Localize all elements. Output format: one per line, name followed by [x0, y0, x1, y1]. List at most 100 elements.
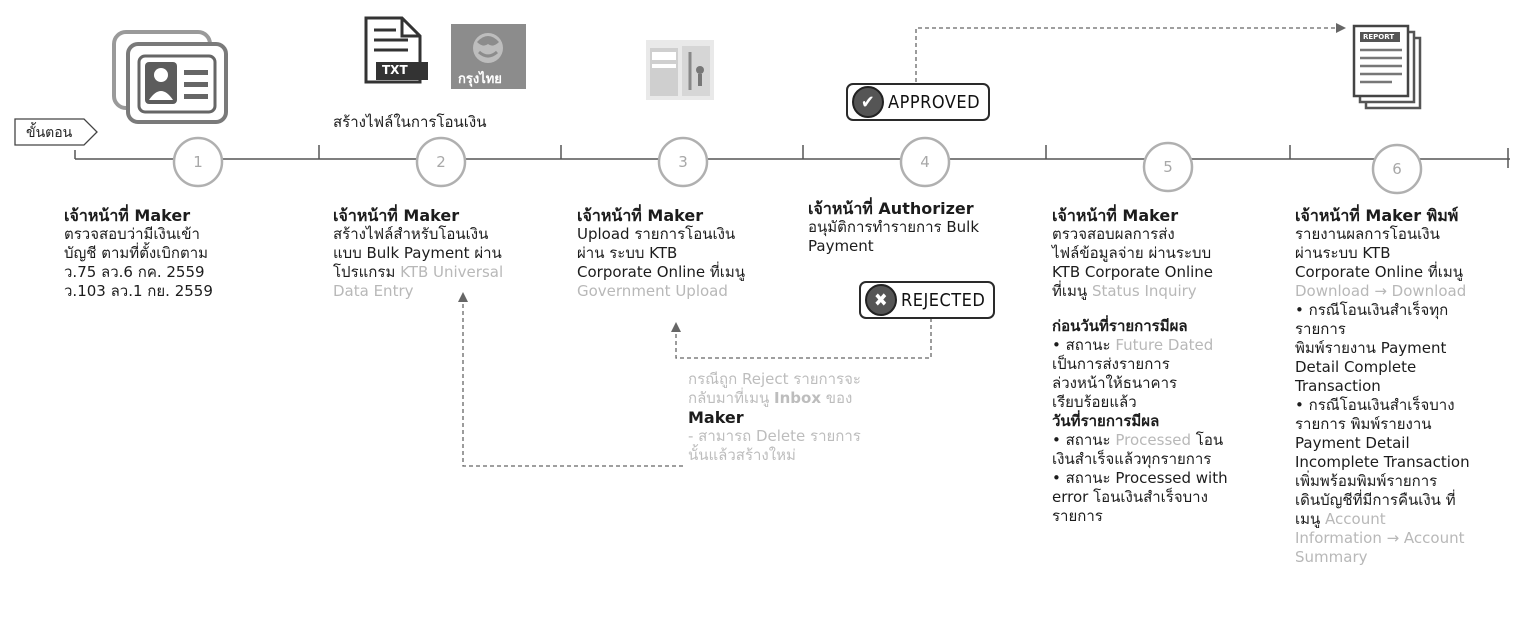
step-3-description: เจ้าหน้าที่ Maker Upload รายการโอนเงิน ผ…: [577, 206, 802, 301]
step-5-status-processed: Processed: [1115, 431, 1192, 449]
step-6-line: รายการ: [1295, 320, 1346, 338]
step-1-description: เจ้าหน้าที่ Maker ตรวจสอบว่ามีเงินเข้า บ…: [64, 206, 304, 301]
step-1-line: ตรวจสอบว่ามีเงินเข้า: [64, 225, 200, 243]
step-1-line: ว.103 ลว.1 กย. 2559: [64, 282, 213, 300]
report-icon: REPORT: [1352, 24, 1424, 112]
step-5-text: • สถานะ: [1052, 431, 1116, 449]
step-3-number: 3: [678, 153, 688, 171]
step-5-text: • สถานะ: [1052, 336, 1116, 354]
step-2-line: แบบ Bulk Payment ผ่าน: [333, 244, 502, 262]
step-5-line: ตรวจสอบผลการส่ง: [1052, 225, 1175, 243]
step-5-status-future: Future Dated: [1115, 336, 1214, 354]
step-3-line: Corporate Online ที่เมนู: [577, 263, 746, 281]
recreate-return-arrowhead: [458, 292, 468, 302]
step-6-line: รายงานผลการโอนเงิน: [1295, 225, 1440, 243]
step-6-menu-name: Download → Download: [1295, 282, 1467, 300]
step-6-line: Information → Account: [1295, 529, 1465, 547]
reject-return-arrowhead: [671, 322, 681, 332]
step-5-line: เรียบร้อยแล้ว: [1052, 393, 1137, 411]
create-file-caption: สร้างไฟล์ในการโอนเงิน: [333, 113, 487, 131]
step-6-number: 6: [1392, 160, 1402, 178]
x-mark-icon: ✖: [865, 284, 897, 316]
step-5-line: ที่เมนู Status Inquiry: [1052, 282, 1284, 301]
report-label: REPORT: [1363, 33, 1395, 41]
step-5-number: 5: [1163, 158, 1173, 176]
step-4-line: อนุมัติการทำรายการ Bulk: [808, 218, 980, 236]
txt-badge-label: TXT: [382, 63, 408, 77]
step-5-line: รายการ: [1052, 507, 1103, 525]
step-6-line: • กรณีโอนเงินสำเร็จทุก: [1295, 301, 1449, 319]
step-6-line: Corporate Online ที่เมนู: [1295, 263, 1464, 281]
recreate-return-arrow: [462, 300, 683, 467]
bank-logo-text: กรุงไทย: [458, 72, 502, 87]
step-6-line: Transaction: [1295, 377, 1381, 395]
step-2-line: สร้างไฟล์สำหรับโอนเงิน: [333, 225, 489, 243]
step-5-line: • สถานะ Processed โอน: [1052, 431, 1284, 450]
step-3-line: Upload รายการโอนเงิน: [577, 225, 736, 243]
start-tag: ขั้นตอน: [14, 118, 98, 146]
step-6-line: • กรณีโอนเงินสำเร็จบาง: [1295, 396, 1455, 414]
step-6-menu-account: Account: [1325, 510, 1386, 528]
step-5-line: ไฟล์ข้อมูลจ่าย ผ่านระบบ: [1052, 244, 1212, 262]
step-3-title: เจ้าหน้าที่ Maker: [577, 206, 704, 225]
step-5-description: เจ้าหน้าที่ Maker ตรวจสอบผลการส่ง ไฟล์ข้…: [1052, 206, 1284, 526]
start-label: ขั้นตอน: [26, 125, 73, 141]
approved-label: APPROVED: [888, 91, 981, 113]
step-6-description: เจ้าหน้าที่ Maker พิมพ์ รายงานผลการโอนเง…: [1295, 206, 1517, 567]
step-6-line: Incomplete Transaction: [1295, 453, 1470, 471]
check-icon: ✔: [852, 86, 884, 118]
step-4-description: เจ้าหน้าที่ Authorizer อนุมัติการทำรายกา…: [808, 199, 1043, 256]
reject-note-text: ของ: [821, 389, 853, 407]
approved-to-report-arrowhead: [1336, 23, 1346, 33]
step-5-line: KTB Corporate Online: [1052, 263, 1214, 281]
step-6-line: Summary: [1295, 548, 1368, 566]
step-6-line: Payment Detail: [1295, 434, 1410, 452]
step-4-circle: [899, 136, 951, 188]
step-4-title: เจ้าหน้าที่ Authorizer: [808, 199, 974, 218]
step-5-line: • สถานะ Processed with: [1052, 469, 1228, 487]
step-4-line: Payment: [808, 237, 874, 255]
rejected-badge: ✖ REJECTED: [859, 281, 996, 319]
step-3-line: ผ่าน ระบบ KTB: [577, 244, 678, 262]
step-3-circle: [657, 136, 709, 188]
step-6-line: ผ่านระบบ KTB: [1295, 244, 1391, 262]
id-card-icon: [112, 30, 230, 125]
step-1-number: 1: [193, 153, 203, 171]
step-6-line: พิมพ์รายงาน Payment: [1295, 339, 1447, 357]
reject-note: กรณีถูก Reject รายการจะ กลับมาที่เมนู In…: [688, 370, 948, 465]
reject-note-text: กลับมาที่เมนู: [688, 389, 775, 407]
step-6-line: เมนู Account: [1295, 510, 1517, 529]
step-5-circle: [1142, 141, 1194, 193]
reject-note-line: กรณีถูก Reject รายการจะ: [688, 370, 861, 388]
approved-badge: ✔ APPROVED: [846, 83, 991, 121]
step-1-line: บัญชี ตามที่ตั้งเบิกตาม: [64, 244, 209, 262]
txt-file-icon: TXT: [362, 16, 434, 84]
upload-screen-thumbnail: [646, 40, 714, 100]
step-5-before-heading: ก่อนวันที่รายการมีผล: [1052, 317, 1188, 335]
reject-note-line: - สามารถ Delete รายการ: [688, 427, 861, 445]
step-2-title: เจ้าหน้าที่ Maker: [333, 206, 460, 225]
step-5-effective-heading: วันที่รายการมีผล: [1052, 412, 1160, 430]
reject-note-line: นั้นแล้วสร้างใหม่: [688, 446, 796, 464]
step-1-title: เจ้าหน้าที่ Maker: [64, 206, 191, 225]
step-2-number: 2: [436, 153, 446, 171]
step-5-text: โอน: [1191, 431, 1224, 449]
step-6-line: Detail Complete: [1295, 358, 1417, 376]
reject-return-arrow: [675, 318, 932, 359]
step-2-description: เจ้าหน้าที่ Maker สร้างไฟล์สำหรับโอนเงิน…: [333, 206, 558, 301]
step-3-menu-name: Government Upload: [577, 282, 728, 300]
approved-to-report-arrow: [915, 27, 1338, 82]
step-2-circle: [415, 136, 467, 188]
rejected-label: REJECTED: [901, 289, 986, 311]
reject-note-line: กลับมาที่เมนู Inbox ของ: [688, 389, 948, 408]
step-1-line: ว.75 ลว.6 กค. 2559: [64, 263, 205, 281]
step-5-line: เงินสำเร็จแล้วทุกรายการ: [1052, 450, 1212, 468]
step-5-line: error โอนเงินสำเร็จบาง: [1052, 488, 1208, 506]
step-5-menu-name: Status Inquiry: [1091, 282, 1197, 300]
step-5-line: • สถานะ Future Dated: [1052, 336, 1284, 355]
step-6-circle: [1371, 143, 1423, 195]
bank-logo: กรุงไทย: [451, 24, 526, 89]
step-1-circle: [172, 136, 224, 188]
step-2-line: โปรแกรม KTB Universal: [333, 263, 558, 282]
